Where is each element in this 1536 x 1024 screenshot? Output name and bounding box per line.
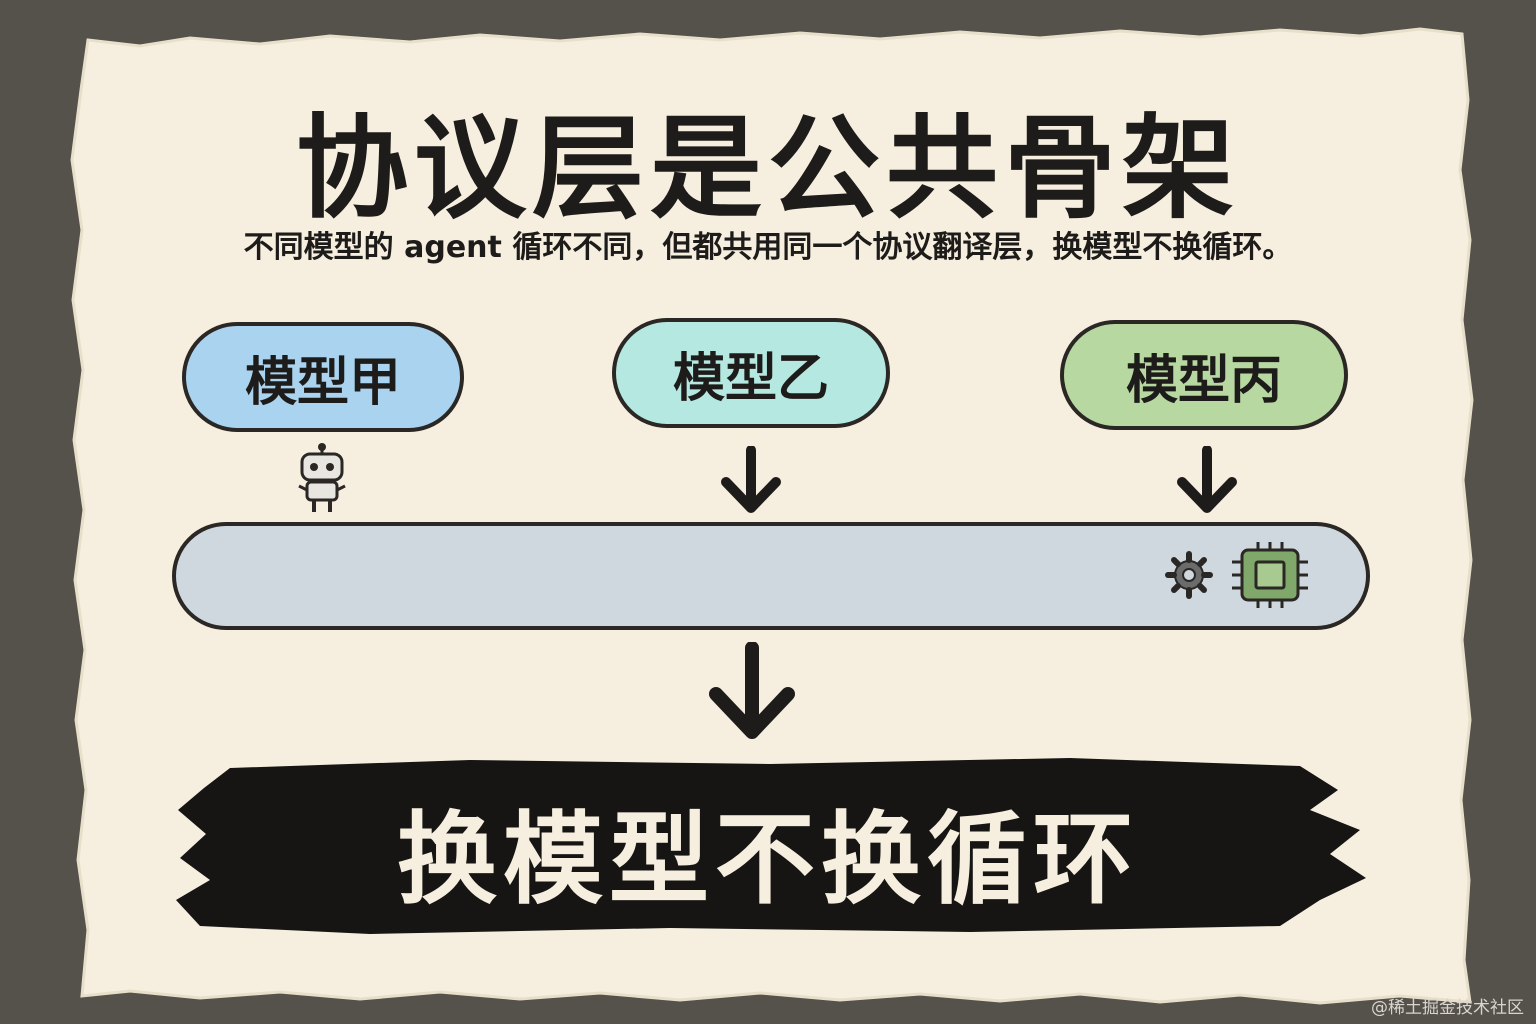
gear-icon <box>1165 551 1213 599</box>
model-a-pill: 模型甲 <box>182 322 464 432</box>
down-arrow-icon <box>721 446 781 513</box>
brush-stroke <box>176 758 1366 934</box>
page-title: 协议层是公共骨架 <box>296 104 1240 234</box>
conclusion-text: 换模型不换循环 <box>397 801 1139 918</box>
robot-icon <box>298 443 346 512</box>
model-b-label: 模型乙 <box>672 348 829 409</box>
model-c-label: 模型丙 <box>1125 350 1282 411</box>
chip-icon <box>1232 542 1308 608</box>
down-arrow-icon <box>709 642 795 739</box>
model-a-label: 模型甲 <box>244 352 401 413</box>
subtitle: 不同模型的 agent 循环不同，但都共用同一个协议翻译层，换模型不换循环。 <box>243 230 1293 265</box>
watermark: @稀土掘金技术社区 <box>1371 998 1524 1018</box>
model-b-pill: 模型乙 <box>612 318 890 428</box>
down-arrow-icon <box>1177 446 1237 513</box>
model-c-pill: 模型丙 <box>1060 320 1348 430</box>
